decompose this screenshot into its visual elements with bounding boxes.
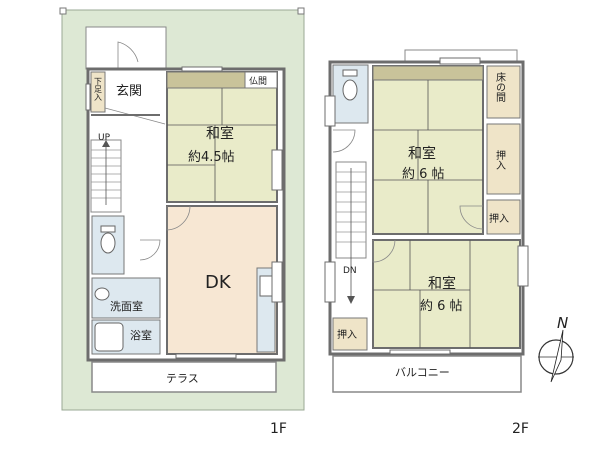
label-washitsu-2f-upper: 和室 <box>408 145 436 162</box>
washbasin <box>94 287 110 301</box>
label-closet-left: 押入 <box>337 328 357 341</box>
site-marker-tl <box>59 7 67 15</box>
floor-2f: 和室 約 6 帖 床の間 押入 押入 和室 約 6 帖 DN 押入 バルコニー … <box>324 49 529 437</box>
label-dk: DK <box>205 272 232 293</box>
tokowaki-1f <box>166 71 246 89</box>
tatami-lines-1f <box>167 88 277 202</box>
dk-door-swing <box>166 205 191 231</box>
label-stairs-up: UP <box>98 133 111 143</box>
balcony <box>332 355 522 393</box>
washitsu-upper-border <box>372 65 484 81</box>
label-washitsu-2f-lower: 和室 <box>428 275 456 292</box>
label-terrace: テラス <box>166 372 199 385</box>
label-washroom: 洗面室 <box>110 299 143 313</box>
label-closet-right-upper: 押入 <box>494 149 506 170</box>
bathtub <box>94 322 124 352</box>
compass-needle-tail <box>550 329 564 383</box>
site-marker-tr <box>297 7 305 15</box>
kitchen-sink <box>259 275 273 297</box>
label-washitsu-1f-size: 約4.5帖 <box>188 150 235 165</box>
label-tokonoma: 床の間 <box>494 71 506 103</box>
label-closet-right-lower: 押入 <box>489 212 509 225</box>
compass-north-label: N <box>557 314 568 332</box>
toilet-tank-1f <box>100 225 116 233</box>
label-floor-1f: 1F <box>270 421 287 437</box>
tokonoma <box>486 65 521 119</box>
toilet-bowl-1f <box>100 232 116 254</box>
windows-2f <box>324 57 529 355</box>
terrace <box>91 361 277 393</box>
butsuma <box>244 71 278 89</box>
north-compass: N <box>538 314 574 383</box>
label-altar: 仏間 <box>249 76 267 87</box>
closet-2f-right-lower <box>486 199 521 235</box>
windows-1f <box>85 66 283 359</box>
label-washitsu-1f: 和室 <box>206 125 234 142</box>
label-washitsu-2f-lower-size: 約 6 帖 <box>420 299 463 314</box>
entrance-porch <box>85 26 167 70</box>
label-washitsu-2f-upper-size: 約 6 帖 <box>402 167 445 182</box>
closet-door-swing-upper <box>459 205 484 230</box>
tatami-lines-2f-lower <box>373 240 471 348</box>
stair-arrow-head-1f <box>102 140 110 147</box>
label-shoe-box: 下足入 <box>94 77 103 101</box>
label-stairs-dn: DN <box>343 266 357 276</box>
label-floor-2f: 2F <box>512 421 529 437</box>
floor-1f: 下足入 玄関 仏間 UP 和室 約4.5帖 DK 洗面室 浴室 テラス 1F <box>59 7 305 437</box>
tatami-lines-2f-upper <box>373 80 483 234</box>
toilet-tank-2f <box>342 69 358 77</box>
porch-door-swing <box>117 41 139 69</box>
toilet-door-2f <box>332 129 356 153</box>
label-balcony: バルコニー <box>395 366 450 379</box>
stair-arrow-head-2f <box>347 296 355 304</box>
label-entrance: 玄関 <box>116 84 142 99</box>
closet-2f-left <box>332 317 368 351</box>
closet-2f-right-upper <box>486 123 521 195</box>
shoe-box <box>90 71 106 113</box>
toilet-bowl-2f <box>342 79 358 101</box>
door-swing-lower <box>372 239 396 263</box>
washitsu-2f-lower <box>372 239 521 349</box>
label-bathroom: 浴室 <box>130 328 152 342</box>
hall-door-swing <box>139 239 161 261</box>
